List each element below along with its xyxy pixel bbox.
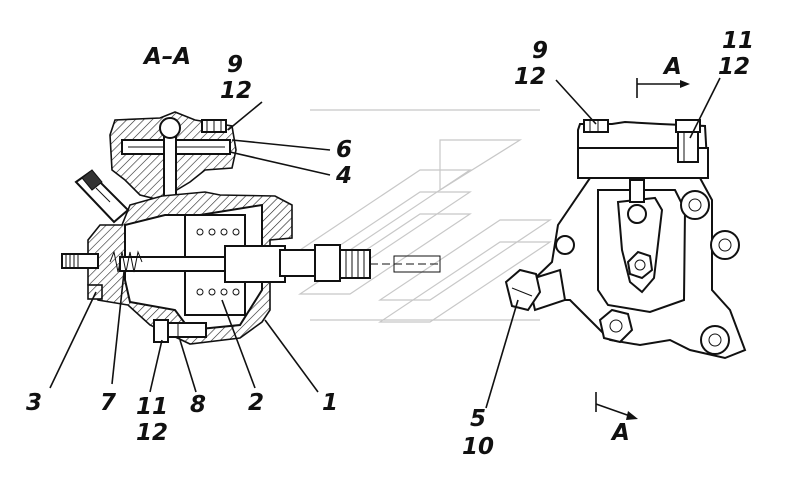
- callout-12-bottom: 12: [136, 420, 168, 446]
- callout-3: 3: [26, 390, 42, 416]
- leader-lines-right: [485, 77, 721, 409]
- leader-lines-left: [49, 101, 331, 393]
- section-mark-top-letter: А: [662, 54, 682, 80]
- callout-11-right: 11: [722, 28, 754, 54]
- callout-2: 2: [248, 390, 264, 416]
- callout-5: 5: [470, 406, 486, 432]
- external-view-right: [504, 119, 747, 360]
- callout-9-left: 9: [227, 52, 243, 78]
- callout-9-right: 9: [532, 38, 548, 64]
- callout-11-bottom: 11: [136, 394, 168, 420]
- section-mark-bottom: [595, 392, 638, 420]
- callout-10: 10: [462, 434, 494, 460]
- callout-7: 7: [100, 390, 116, 416]
- section-mark-top: [636, 78, 690, 98]
- callout-12-right-b: 12: [718, 54, 750, 80]
- callout-12-right-a: 12: [514, 64, 546, 90]
- section-mark-bottom-letter: А: [610, 420, 630, 446]
- callout-6: 6: [336, 137, 352, 163]
- callout-12-left-top: 12: [220, 78, 252, 104]
- section-view-left: [61, 111, 441, 345]
- watermark-logo: [298, 109, 552, 323]
- labels: А–А 9 12 6 4 3 7 11 12 8 2 1 9 12 11 12 …: [26, 28, 754, 460]
- callout-8: 8: [190, 392, 206, 418]
- section-title: А–А: [142, 44, 191, 70]
- callout-1: 1: [322, 390, 338, 416]
- callout-4: 4: [335, 163, 352, 189]
